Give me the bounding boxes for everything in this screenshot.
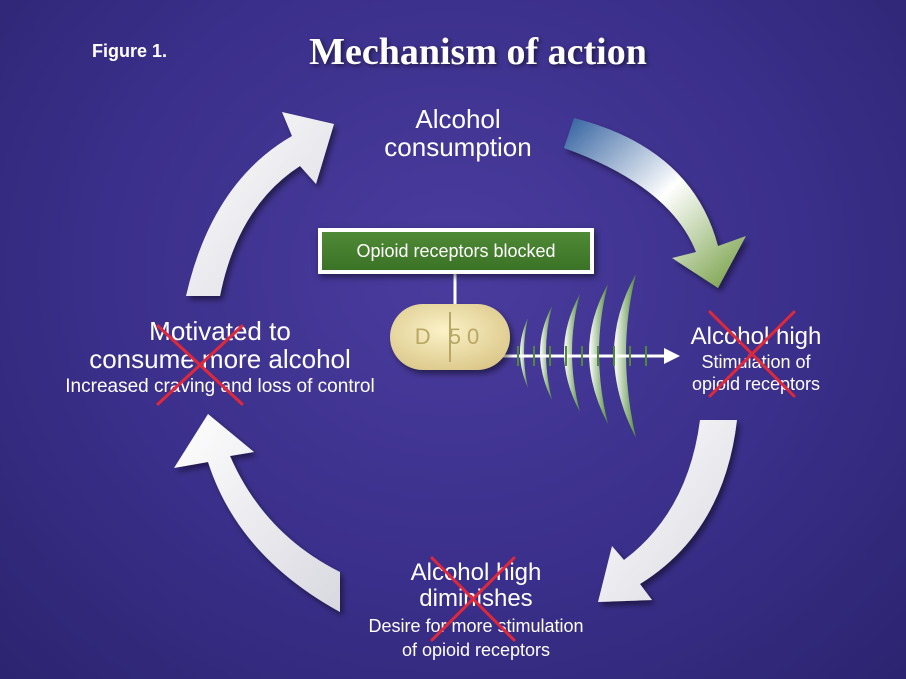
figure-label: Figure 1. [92,41,168,61]
arrow-motivated-to-consumption [186,112,334,296]
diagram-title: Mechanism of action [309,31,647,73]
node-high-line1: Alcohol high [691,323,822,350]
blocked-label-text: Opioid receptors blocked [322,232,590,270]
cross-high-icon [708,310,796,398]
arrow-consumption-to-high [564,118,746,288]
node-consumption-line1: Alcohol [415,104,500,134]
arrow-diminishes-to-motivated [174,414,340,612]
node-motivated-line1: Motivated to [149,316,291,346]
cross-motivated-icon [156,324,244,406]
node-diminishes-sub1: Desire for more stimulation [368,616,583,636]
node-high-sub2: opioid receptors [692,374,820,394]
node-diminishes-line1: Alcohol high [411,559,542,586]
node-motivated-sub1: Increased craving and loss of control [65,376,374,397]
arrow-high-to-diminishes [598,420,737,602]
node-diminishes-sub2: of opioid receptors [402,640,550,660]
node-consumption-line2: consumption [384,132,531,162]
node-high-sub1: Stimulation of [701,352,811,372]
node-consumption: Alcohol consumption [384,104,531,162]
node-motivated-line2: consume more alcohol [89,344,351,374]
pill-imprint: D 50 [415,324,485,349]
opioid-receptors-blocked-label: Opioid receptors blocked [318,228,594,274]
naltrexone-pill-icon: D 50 [390,304,510,370]
node-diminishes: Alcohol high diminishes Desire for more … [368,559,583,660]
node-diminishes-line2: diminishes [419,585,532,612]
cross-diminishes-icon [430,556,516,642]
receptor-arrow [500,346,680,366]
